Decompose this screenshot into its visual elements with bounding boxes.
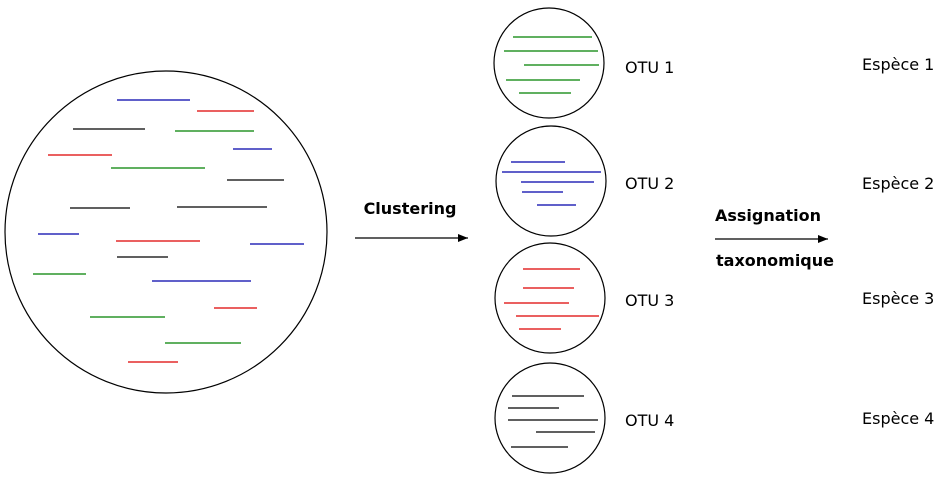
otu-reads	[504, 268, 599, 330]
otu-circle	[495, 125, 607, 237]
otu-circle	[493, 7, 605, 119]
clustering-step: Clustering	[355, 199, 468, 242]
species-label-1: Espèce 1	[862, 55, 934, 74]
species-label-4: Espèce 4	[862, 409, 934, 428]
otu-circle	[494, 242, 606, 354]
otu-reads	[504, 36, 599, 94]
sample-reads	[33, 99, 304, 363]
assignment-step: Assignation taxonomique	[715, 206, 834, 270]
otu-circle	[494, 362, 606, 474]
otu-label: OTU 4	[625, 411, 674, 430]
otu-reads	[502, 161, 601, 206]
species-label-2: Espèce 2	[862, 174, 934, 193]
otu-label: OTU 3	[625, 291, 674, 310]
otu-4: OTU 4	[494, 362, 674, 474]
otu-1: OTU 1	[493, 7, 674, 119]
assignment-label-line1: Assignation	[715, 206, 821, 225]
clustering-label: Clustering	[364, 199, 457, 218]
otu-label: OTU 1	[625, 58, 674, 77]
sample-circle	[4, 70, 328, 394]
sample-pool	[4, 70, 328, 394]
otu-2: OTU 2	[495, 125, 674, 237]
otu-label: OTU 2	[625, 174, 674, 193]
otu-reads	[508, 395, 598, 448]
otu-3: OTU 3	[494, 242, 674, 354]
species-label-3: Espèce 3	[862, 289, 934, 308]
assignment-label-line2: taxonomique	[716, 251, 834, 270]
